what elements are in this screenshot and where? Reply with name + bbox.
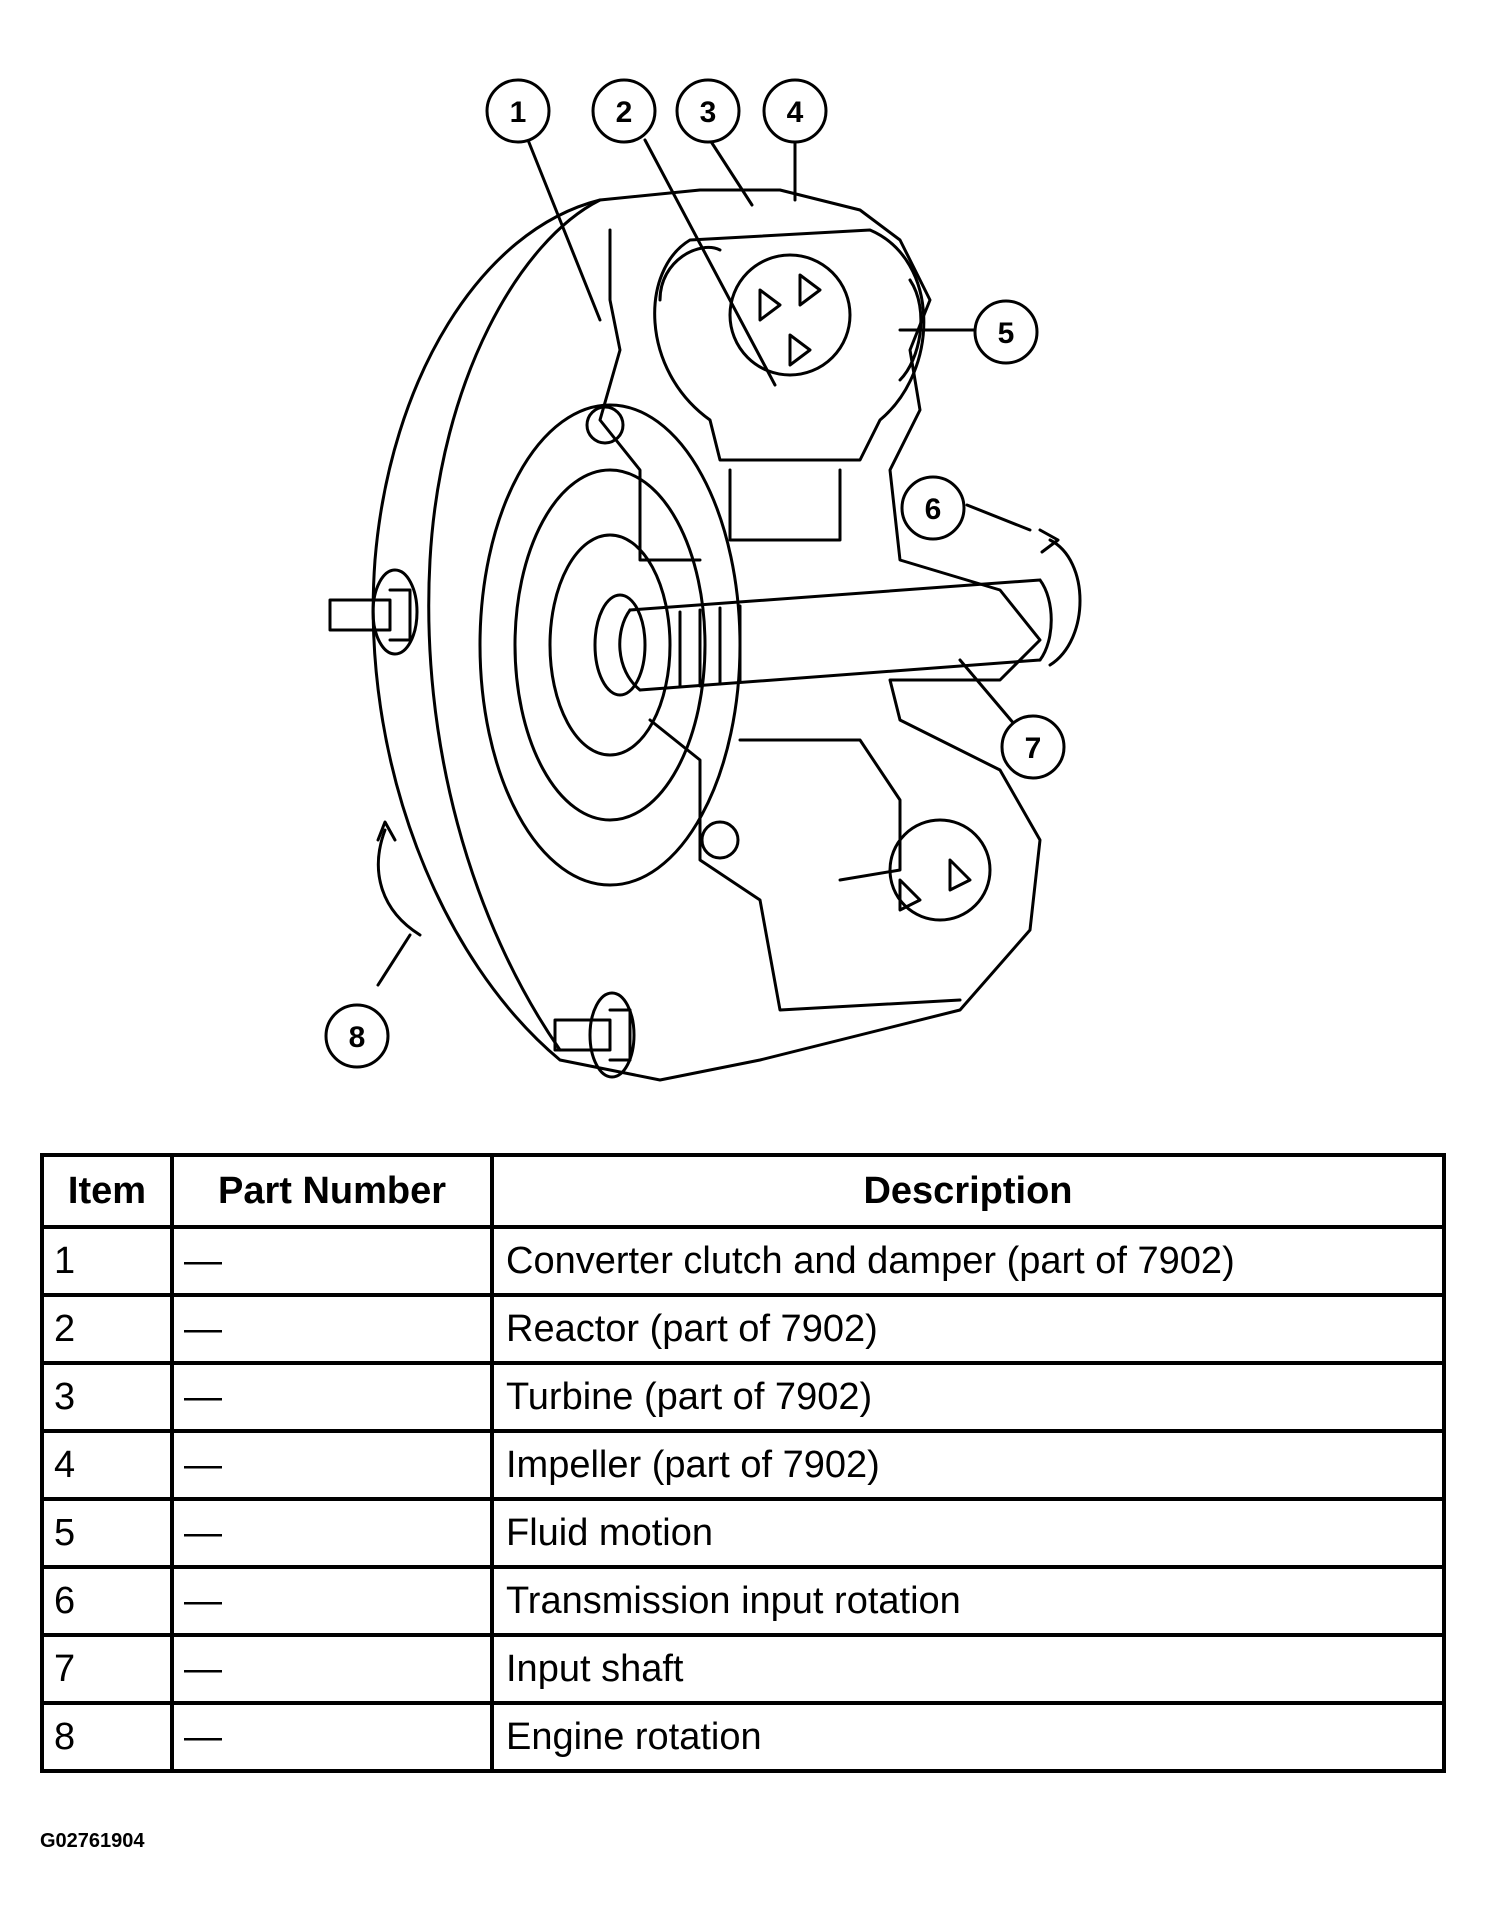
reactor <box>728 253 852 377</box>
part-number-cell: — <box>170 1429 494 1501</box>
description-cell: Converter clutch and damper (part of 790… <box>490 1225 1446 1297</box>
callout-3-label: 3 <box>700 96 717 129</box>
item-cell: 4 <box>40 1429 174 1501</box>
transmission-rotation-arrow <box>1048 538 1082 667</box>
description-cell: Transmission input rotation <box>490 1565 1446 1637</box>
callout-2: 2 <box>591 78 657 144</box>
turbine-section <box>653 228 926 462</box>
part-number-cell: — <box>170 1225 494 1297</box>
header-item: Item <box>40 1153 174 1229</box>
callout-6: 6 <box>900 475 966 541</box>
item-cell: 2 <box>40 1293 174 1365</box>
table-row: 1 — Converter clutch and damper (part of… <box>40 1225 1446 1297</box>
part-number-cell: — <box>170 1701 494 1773</box>
callout-2-label: 2 <box>616 96 633 129</box>
callout-7: 7 <box>1000 714 1066 780</box>
callout-1-label: 1 <box>510 96 527 129</box>
part-number-cell: — <box>170 1565 494 1637</box>
table-row: 4 — Impeller (part of 7902) <box>40 1429 1446 1501</box>
callout-3: 3 <box>675 78 741 144</box>
item-cell: 7 <box>40 1633 174 1705</box>
description-cell: Turbine (part of 7902) <box>490 1361 1446 1433</box>
item-cell: 1 <box>40 1225 174 1297</box>
item-cell: 3 <box>40 1361 174 1433</box>
parts-table: Item Part Number Description 1 — Convert… <box>40 1153 1446 1773</box>
header-description: Description <box>490 1153 1446 1229</box>
table-row: 7 — Input shaft <box>40 1633 1446 1705</box>
description-cell: Input shaft <box>490 1633 1446 1705</box>
description-cell: Fluid motion <box>490 1497 1446 1569</box>
figure-id: G02761904 <box>40 1830 145 1852</box>
table-row: 6 — Transmission input rotation <box>40 1565 1446 1637</box>
lug-bolt-upper <box>328 588 412 642</box>
table-row: 3 — Turbine (part of 7902) <box>40 1361 1446 1433</box>
callout-4-label: 4 <box>787 96 804 129</box>
description-cell: Reactor (part of 7902) <box>490 1293 1446 1365</box>
item-cell: 5 <box>40 1497 174 1569</box>
description-cell: Impeller (part of 7902) <box>490 1429 1446 1501</box>
description-cell: Engine rotation <box>490 1701 1446 1773</box>
part-number-cell: — <box>170 1633 494 1705</box>
table-row: 8 — Engine rotation <box>40 1701 1446 1773</box>
engine-rotation-arrow <box>377 828 422 937</box>
table-header-row: Item Part Number Description <box>40 1153 1446 1229</box>
part-number-cell: — <box>170 1293 494 1365</box>
callout-8-label: 8 <box>349 1021 366 1054</box>
callout-5-label: 5 <box>998 317 1015 350</box>
callout-6-label: 6 <box>925 493 942 526</box>
header-part-number: Part Number <box>170 1153 494 1229</box>
callout-7-label: 7 <box>1025 732 1042 765</box>
part-number-cell: — <box>170 1497 494 1569</box>
input-shaft <box>628 578 1053 692</box>
part-number-cell: — <box>170 1361 494 1433</box>
callout-1: 1 <box>485 78 551 144</box>
item-cell: 6 <box>40 1565 174 1637</box>
callout-4: 4 <box>762 78 828 144</box>
callout-5: 5 <box>973 299 1039 365</box>
item-cell: 8 <box>40 1701 174 1773</box>
converter-housing <box>371 188 1042 1082</box>
table-row: 5 — Fluid motion <box>40 1497 1446 1569</box>
callout-8: 8 <box>324 1003 390 1069</box>
table-row: 2 — Reactor (part of 7902) <box>40 1293 1446 1365</box>
torque-converter-diagram: 1 2 3 4 5 6 7 8 <box>324 78 1082 1082</box>
